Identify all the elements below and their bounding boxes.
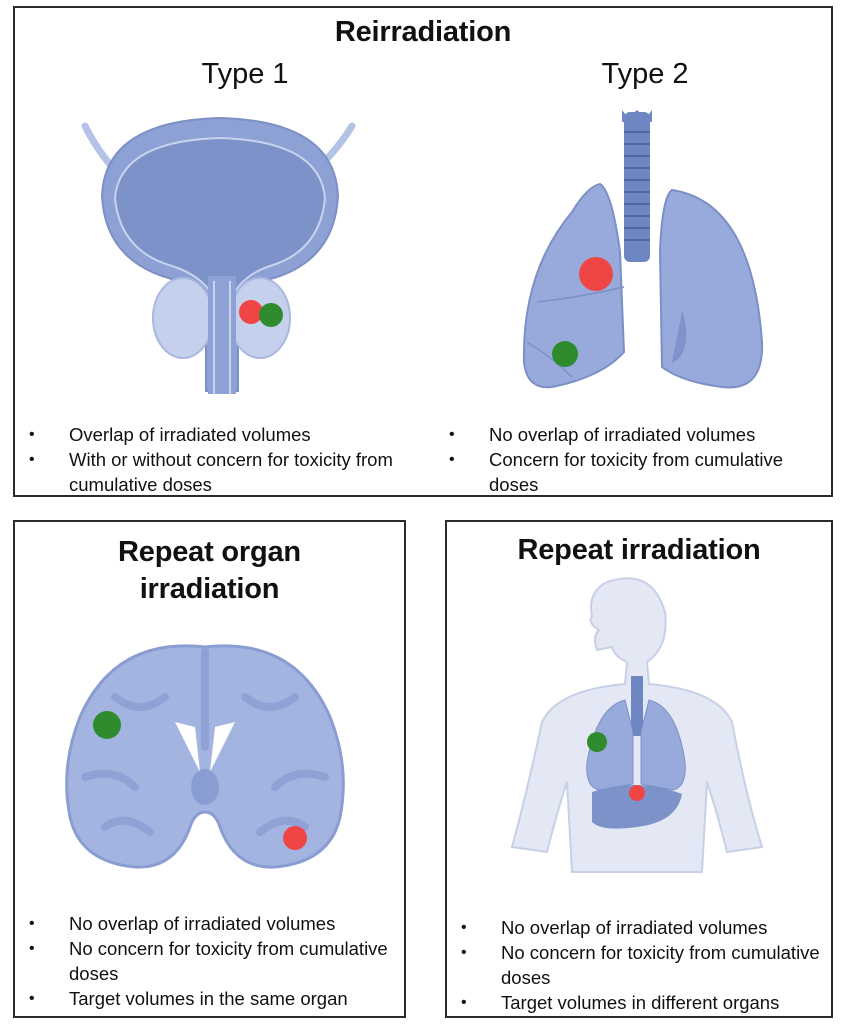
lungs-icon [522, 110, 764, 389]
repeat-organ-panel: Repeat organ irradiation No overlap of i… [13, 520, 406, 1018]
tumor-red [629, 785, 645, 801]
human-torso-icon [510, 577, 764, 873]
brain-coronal-icon [65, 644, 345, 869]
repeat-irradiation-bullet-list: No overlap of irradiated volumes No conc… [459, 915, 829, 1015]
reirradiation-title: Reirradiation [334, 16, 512, 48]
tumor-red [579, 257, 613, 291]
type1-bullet: Overlap of irradiated volumes [27, 422, 407, 447]
repeat-organ-title-line1: Repeat organ [118, 536, 301, 568]
tumor-red [283, 826, 307, 850]
prostate-bladder-icon [81, 116, 356, 394]
tumor-green [552, 341, 578, 367]
type1-bullet: With or without concern for toxicity fro… [27, 447, 407, 497]
repeat-irradiation-panel: Repeat irradiation No overlap of irradia… [445, 520, 833, 1018]
repeat-irradiation-bullet: Target volumes in different organs [459, 990, 829, 1015]
type2-bullet-list: No overlap of irradiated volumes Concern… [447, 422, 827, 497]
repeat-irradiation-title: Repeat irradiation [517, 534, 761, 566]
type2-bullet: No overlap of irradiated volumes [447, 422, 827, 447]
repeat-organ-bullet: No overlap of irradiated volumes [27, 911, 397, 936]
type1-bullet-list: Overlap of irradiated volumes With or wi… [27, 422, 407, 497]
repeat-irradiation-bullet: No overlap of irradiated volumes [459, 915, 829, 940]
type2-label: Type 2 [601, 58, 689, 90]
tumor-green [259, 303, 283, 327]
tumor-green [587, 732, 607, 752]
tumor-red [239, 300, 263, 324]
repeat-organ-bullet: Target volumes in the same organ [27, 986, 397, 1011]
type2-bullet: Concern for toxicity from cumulative dos… [447, 447, 827, 497]
repeat-organ-bullet: No concern for toxicity from cumulative … [27, 936, 397, 986]
type1-label: Type 1 [201, 58, 289, 90]
repeat-irradiation-bullet: No concern for toxicity from cumulative … [459, 940, 829, 990]
repeat-organ-bullet-list: No overlap of irradiated volumes No conc… [27, 911, 397, 1011]
repeat-organ-title: Repeat organ irradiation [15, 534, 404, 608]
reirradiation-panel: Reirradiation Type 1 Type 2 [13, 6, 833, 497]
repeat-organ-title-line2: irradiation [139, 573, 280, 605]
tumor-green [93, 711, 121, 739]
